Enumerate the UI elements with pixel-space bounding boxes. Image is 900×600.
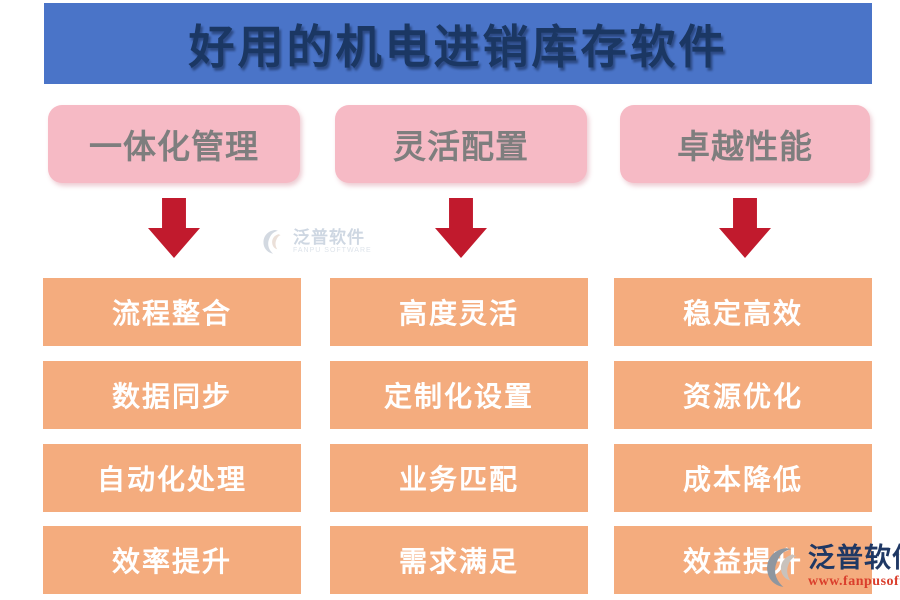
feature-label: 效率提升	[111, 546, 232, 577]
category-pill-label: 灵活配置	[393, 128, 529, 165]
feature-label: 数据同步	[111, 381, 232, 412]
watermark-brand-text: 泛普软件	[293, 228, 365, 248]
category-pill-excellent-performance: 卓越性能	[620, 105, 870, 183]
page-title: 好用的机电进销库存软件	[188, 21, 728, 73]
feature-cell: 高度灵活	[330, 278, 588, 346]
feature-cell: 定制化设置	[330, 361, 588, 429]
feature-cell: 业务匹配	[330, 444, 588, 512]
feature-label: 业务匹配	[398, 464, 519, 495]
category-pill-label: 一体化管理	[89, 128, 259, 165]
feature-cell: 数据同步	[43, 361, 301, 429]
feature-label: 资源优化	[682, 381, 803, 412]
feature-cell: 效率提升	[43, 526, 301, 594]
down-arrow-icon	[148, 198, 200, 258]
down-arrow-icon	[435, 198, 487, 258]
down-arrow-icon	[719, 198, 771, 258]
feature-cell: 需求满足	[330, 526, 588, 594]
watermark-brand-text: 泛普软件	[808, 543, 900, 573]
feature-cell: 稳定高效	[614, 278, 872, 346]
watermark-corner: 泛普软件 www.fanpusoft.com	[764, 543, 900, 590]
feature-cell: 流程整合	[43, 278, 301, 346]
watermark-center: 泛普软件 FANPU SOFTWARE	[261, 228, 372, 255]
watermark-url-text: www.fanpusoft.com	[808, 573, 900, 589]
feature-label: 稳定高效	[682, 298, 803, 329]
feature-cell: 自动化处理	[43, 444, 301, 512]
feature-label: 自动化处理	[96, 464, 247, 495]
category-pill-flexible-configuration: 灵活配置	[335, 105, 587, 183]
feature-label: 定制化设置	[383, 381, 534, 412]
feature-label: 需求满足	[398, 546, 519, 577]
category-pill-label: 卓越性能	[677, 128, 813, 165]
fanpu-logo-icon	[263, 230, 281, 254]
category-pill-integrated-management: 一体化管理	[48, 105, 300, 183]
title-banner: 好用的机电进销库存软件	[44, 3, 872, 84]
feature-cell: 资源优化	[614, 361, 872, 429]
fanpu-logo-icon	[767, 548, 797, 587]
feature-cell: 成本降低	[614, 444, 872, 512]
feature-label: 成本降低	[682, 464, 803, 495]
feature-label: 流程整合	[111, 298, 232, 329]
watermark-subtitle-text: FANPU SOFTWARE	[293, 246, 372, 254]
feature-label: 高度灵活	[398, 298, 519, 329]
